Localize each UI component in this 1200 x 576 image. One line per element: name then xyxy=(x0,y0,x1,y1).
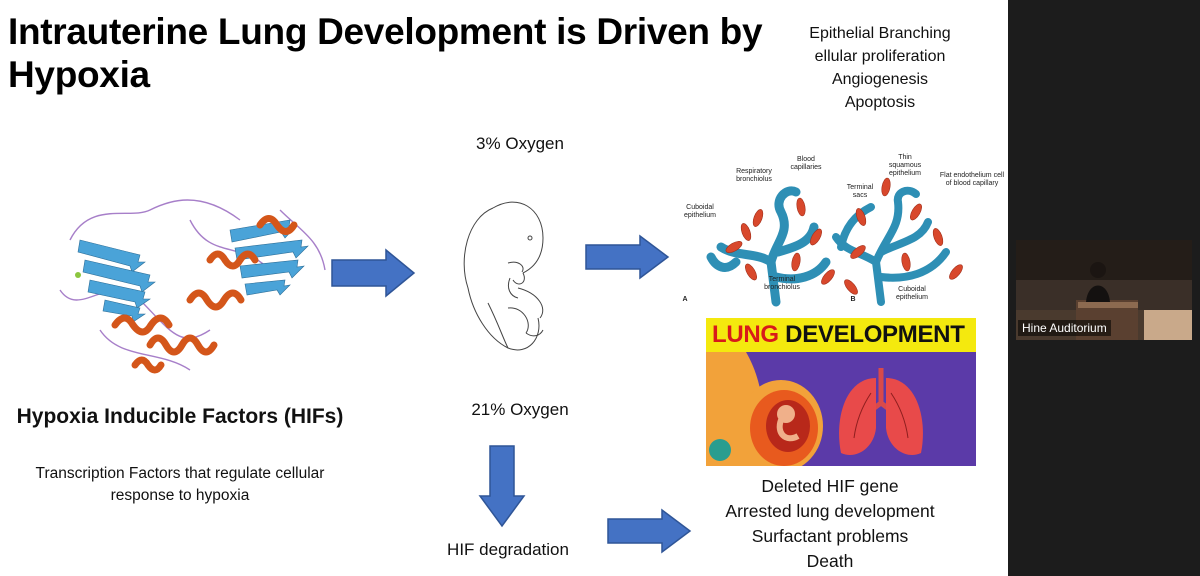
video-room-label: Hine Auditorium xyxy=(1018,320,1111,336)
process-item: Epithelial Branching xyxy=(809,25,951,42)
lung-development-heading: LUNG DEVELOPMENT xyxy=(706,318,976,352)
process-list: Epithelial Branching ellular proliferati… xyxy=(790,22,970,114)
lung-word: LUNG xyxy=(712,321,779,348)
panel-b-label: B xyxy=(850,296,856,303)
label-respiratory-bronchiolus: Respiratory bronchiolus xyxy=(736,168,772,183)
label-cuboidal-epithelium-a: Cuboidal epithelium xyxy=(684,204,716,219)
lung-development-banner: LUNG DEVELOPMENT xyxy=(706,318,976,466)
hif-title: Hypoxia Inducible Factors (HIFs) xyxy=(16,405,344,428)
label-thin-squamous-epithelium: Thin squamous epithelium xyxy=(888,154,922,177)
slide-title: Intrauterine Lung Development is Driven … xyxy=(8,11,763,95)
hif-subtitle: Transcription Factors that regulate cell… xyxy=(35,465,325,504)
outcome-item: Surfactant problems xyxy=(751,526,909,546)
embryo-illustration xyxy=(463,201,544,351)
arrow-down-icon xyxy=(478,445,526,528)
label-terminal-sacs: Terminal sacs xyxy=(846,184,874,199)
label-terminal-bronchiolus: Terminal bronchiolus xyxy=(764,276,800,291)
outcome-item: Arrested lung development xyxy=(725,501,935,521)
oxygen-high-label: 21% Oxygen xyxy=(471,400,569,419)
outcome-item: Deleted HIF gene xyxy=(761,476,899,496)
hif-degradation-label: HIF degradation xyxy=(447,540,569,559)
label-blood-capillaries: Blood capillaries xyxy=(790,156,822,171)
process-item: ellular proliferation xyxy=(814,48,946,65)
arrow-right-icon xyxy=(607,508,692,554)
alveoli-diagram: Blood capillaries Respiratory bronchiolu… xyxy=(676,152,1006,307)
arrow-right-icon xyxy=(331,248,416,298)
alveoli-drawing xyxy=(706,177,963,307)
panel-a-label: A xyxy=(682,296,688,303)
hif-protein-structure-image xyxy=(59,199,326,374)
lung-development-artwork xyxy=(706,352,976,466)
outcomes-list: Deleted HIF gene Arrested lung developme… xyxy=(700,474,960,574)
development-word: DEVELOPMENT xyxy=(785,321,965,348)
presentation-slide: Intrauterine Lung Development is Driven … xyxy=(0,0,1008,576)
process-item: Apoptosis xyxy=(844,94,916,111)
label-cuboidal-epithelium-b: Cuboidal epithelium xyxy=(896,286,928,301)
oxygen-low-label: 3% Oxygen xyxy=(476,134,564,153)
label-flat-endothelium: Flat endothelium cell of blood capillary xyxy=(939,172,1005,187)
arrow-right-icon xyxy=(585,234,670,280)
outcome-item: Death xyxy=(806,551,854,571)
process-item: Angiogenesis xyxy=(831,71,929,88)
